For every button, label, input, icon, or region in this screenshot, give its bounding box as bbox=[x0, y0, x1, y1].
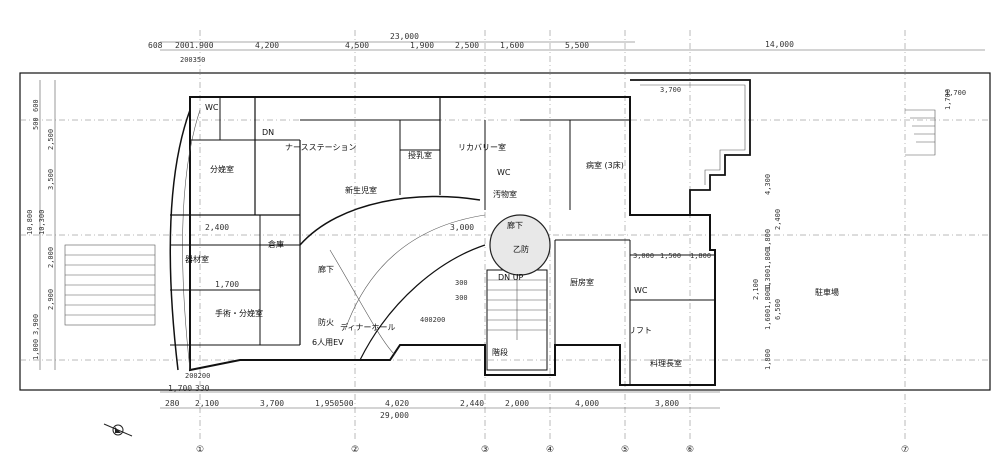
dim-left-0: 500 bbox=[32, 117, 40, 130]
dim-bot2-5: 2,440 bbox=[460, 399, 484, 408]
dim-bot2-0: 280 bbox=[165, 399, 180, 408]
room-wc3: WC bbox=[634, 286, 648, 295]
grid-label-5: ⑤ bbox=[621, 445, 629, 455]
dim-left-8: 1,000 bbox=[32, 339, 40, 360]
dim-top-4: 1,900 bbox=[410, 41, 434, 50]
room-nurse-station: ナースステーション bbox=[285, 143, 356, 152]
dim-rv-3: 1,6001,8001 bbox=[764, 284, 772, 330]
room-stairs: 階段 bbox=[492, 347, 508, 357]
dim-bot2-2: 3,700 bbox=[260, 399, 284, 408]
grid-bubbles: ① ② ③ ④ ⑤ ⑥ ⑦ bbox=[196, 445, 909, 455]
dim-bot2-3: 1,950500 bbox=[315, 399, 354, 408]
room-recovery: リカバリー室 bbox=[458, 142, 506, 152]
room-small: 倉庫 bbox=[268, 239, 284, 249]
dim-bot2-4: 4,020 bbox=[385, 399, 409, 408]
dim-left-1: 600 bbox=[32, 99, 40, 112]
bottom-dimensions: 1,700 330 280 2,100 3,700 1,950500 4,020… bbox=[160, 384, 720, 420]
dim-bottom-total: 29,000 bbox=[380, 411, 409, 420]
room-kitchen: 厨房室 bbox=[570, 277, 594, 287]
room-dn1: DN bbox=[262, 128, 274, 137]
room-wc2: WC bbox=[497, 168, 511, 177]
dim-right-row-2: 1,800 bbox=[690, 252, 711, 260]
grid-label-7: ⑦ bbox=[901, 445, 909, 455]
room-delivery1: 分娩室 bbox=[210, 164, 234, 174]
dim-left-5: 10,300 bbox=[38, 210, 46, 235]
dim-top-5: 2,500 bbox=[455, 41, 479, 50]
dim-left-6: 2,000 bbox=[47, 247, 55, 268]
top-dimensions: 23,000 14,000 608 2001.900 4,200 4,500 1… bbox=[148, 32, 985, 64]
dim-400200: 400200 bbox=[420, 316, 445, 324]
north-arrow-icon bbox=[103, 423, 133, 437]
room-chef: 料理長室 bbox=[650, 358, 682, 368]
room-dn-up: DN UP bbox=[498, 273, 524, 282]
grid-label-4: ④ bbox=[546, 445, 554, 455]
dim-top-total: 23,000 bbox=[390, 32, 419, 41]
dim-left-2: 2,500 bbox=[47, 129, 55, 150]
room-corridor2: 廊下 bbox=[318, 264, 334, 274]
dim-left-7: 2,900 bbox=[47, 289, 55, 310]
grid-label-1: ① bbox=[196, 445, 204, 455]
room-linen: 汚物室 bbox=[493, 189, 517, 199]
dim-1700: 1,700 bbox=[215, 280, 239, 289]
dim-200200: 200200 bbox=[185, 372, 210, 380]
room-elev: 乙防 bbox=[513, 244, 529, 254]
dim-right-row-1: 1,500 bbox=[660, 252, 681, 260]
exterior-steps bbox=[64, 244, 156, 326]
building-walls bbox=[169, 79, 751, 386]
site-boundary bbox=[19, 72, 991, 391]
room-labels: WC DN ナースステーション 分娩室 新生児室 授乳室 リカバリー室 WC 汚… bbox=[185, 86, 839, 368]
dim-top-7: 5,500 bbox=[565, 41, 589, 50]
dim-rv-7: 2,400 bbox=[774, 209, 782, 230]
room-newborn: 新生児室 bbox=[345, 185, 377, 195]
dim-top-1: 2001.900 bbox=[175, 41, 214, 50]
room-shield: 防火 bbox=[318, 317, 334, 327]
dim-1700b: 1,700 bbox=[945, 89, 966, 97]
dim-top-small: 200350 bbox=[180, 56, 205, 64]
grid-label-2: ② bbox=[351, 445, 359, 455]
room-lift: リフト bbox=[628, 326, 652, 335]
inner-dimensions: 2,400 1,700 3,000 200200 300 300 400200 … bbox=[185, 89, 966, 380]
dim-top-right: 14,000 bbox=[765, 40, 794, 49]
grid-label-3: ③ bbox=[481, 445, 489, 455]
dim-rv-5: 6,500 bbox=[774, 299, 782, 320]
room-corridor1: 廊下 bbox=[507, 220, 523, 230]
dim-left-3: 3,500 bbox=[47, 169, 55, 190]
dim-left-9: 3,900 bbox=[32, 314, 40, 335]
dim-left-4: 10,800 bbox=[26, 210, 34, 235]
dim-top-6: 1,600 bbox=[500, 41, 524, 50]
grid-label-6: ⑥ bbox=[686, 445, 694, 455]
room-dining: ディナーホール bbox=[340, 322, 395, 332]
room-wc1: WC bbox=[205, 103, 219, 112]
left-dimensions: 500 600 2,500 3,500 10,800 10,300 2,000 … bbox=[26, 80, 56, 370]
dim-bot1-0: 1,700 bbox=[168, 384, 192, 393]
room-storage: 器材室 bbox=[185, 254, 209, 264]
room-private: 病室 (3床) bbox=[586, 160, 624, 170]
dim-bot2-6: 2,000 bbox=[505, 399, 529, 408]
dim-2400: 2,400 bbox=[205, 223, 229, 232]
dim-bot2-1: 2,100 bbox=[195, 399, 219, 408]
dim-right-row-0: 3,000 bbox=[633, 252, 654, 260]
room-parking: 駐車場 bbox=[815, 287, 839, 297]
exterior-steps-right bbox=[905, 109, 936, 156]
room-elevator: 6人用EV bbox=[312, 338, 344, 347]
dim-bot1-1: 330 bbox=[195, 384, 210, 393]
dim-bot2-8: 3,800 bbox=[655, 399, 679, 408]
dim-300: 300 bbox=[455, 279, 468, 287]
dim-top-0: 608 bbox=[148, 41, 163, 50]
dim-rv-1: 1,800 bbox=[764, 229, 772, 250]
dim-rv-4: 2,100 bbox=[752, 279, 760, 300]
dim-rv-2: 1,3001,800 bbox=[764, 248, 772, 290]
dim-side-right-top: 1,700 bbox=[944, 89, 952, 110]
dim-300b: 300 bbox=[455, 294, 468, 302]
dim-top-2: 4,200 bbox=[255, 41, 279, 50]
dim-3000: 3,000 bbox=[450, 223, 474, 232]
dim-bot2-7: 4,000 bbox=[575, 399, 599, 408]
dim-rv-6: 1,800 bbox=[764, 349, 772, 370]
room-op-delivery: 手術・分娩室 bbox=[215, 308, 263, 318]
room-top-right-dim: 3,700 bbox=[660, 86, 681, 94]
room-consult: 授乳室 bbox=[408, 150, 432, 160]
dim-rv-0: 4,300 bbox=[764, 174, 772, 195]
dim-top-3: 4,500 bbox=[345, 41, 369, 50]
